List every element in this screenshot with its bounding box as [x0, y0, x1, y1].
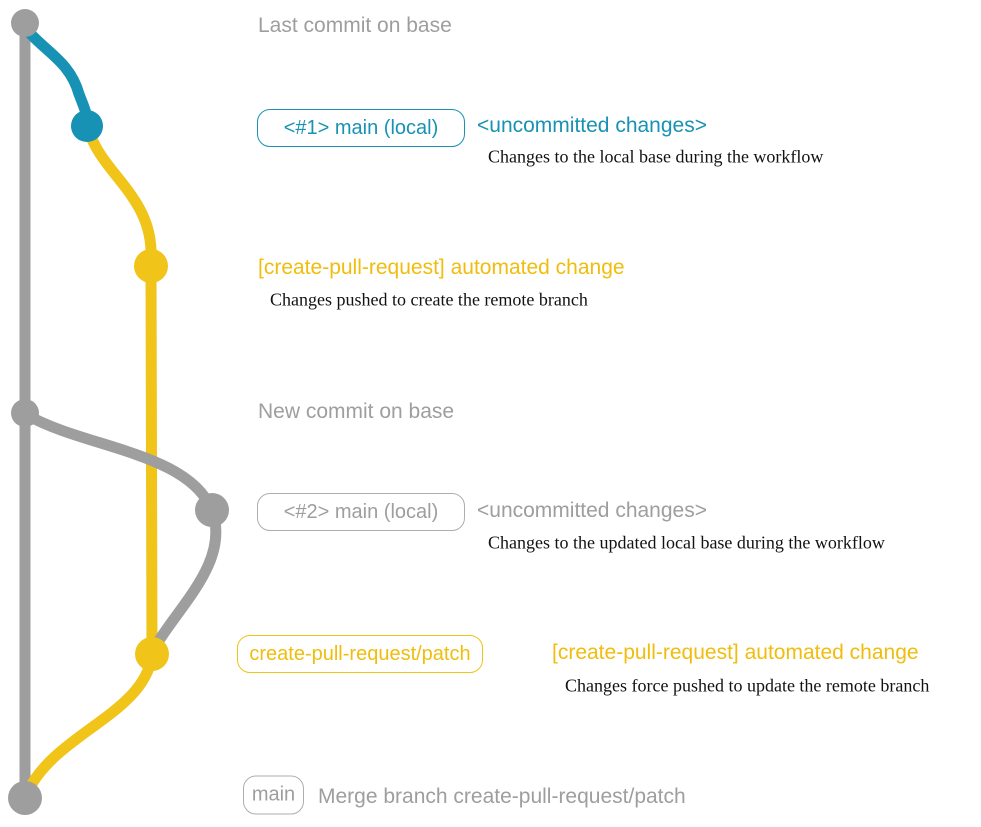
push2-tag-label: create-pull-request/patch [249, 642, 471, 665]
commit-dot-new-base [11, 399, 39, 427]
base-update-curve [24, 410, 218, 513]
branch1-tag-label: <#1> main (local) [283, 116, 439, 139]
branch2-tag: <#2> main (local) [257, 493, 465, 531]
new-commit-label: New commit on base [258, 400, 455, 423]
push2-tag: create-pull-request/patch [237, 635, 483, 673]
branch1-subtitle: Changes to the local base during the wor… [488, 146, 824, 167]
force-push-curve [147, 508, 222, 655]
push1-title: [create-pull-request] automated change [258, 256, 625, 279]
branch2-tag-label: <#2> main (local) [283, 500, 439, 523]
local-main-branch-line [22, 26, 93, 127]
last-commit-label: Last commit on base [258, 14, 452, 37]
push2-subtitle: Changes force pushed to update the remot… [565, 675, 930, 696]
branch2-subtitle: Changes to the updated local base during… [488, 532, 885, 553]
commit-dot-merge [8, 781, 42, 815]
branch1-tag: <#1> main (local) [257, 109, 465, 147]
push2-title: [create-pull-request] automated change [552, 641, 919, 664]
commit-dot-last-base [11, 9, 39, 37]
commit-dot-patch-1 [134, 249, 168, 283]
branch2-title: <uncommitted changes> [477, 499, 707, 522]
push1-subtitle: Changes pushed to create the remote bran… [270, 289, 588, 310]
merge-tag: main [243, 775, 304, 815]
commit-dot-local-1 [71, 110, 103, 142]
patch-branch-curve-top [82, 126, 157, 266]
merge-tag-label: main [251, 783, 296, 806]
patch-merge-curve [22, 654, 158, 796]
merge-title: Merge branch create-pull-request/patch [318, 785, 686, 808]
branch1-title: <uncommitted changes> [477, 114, 707, 137]
commit-dot-local-2 [195, 493, 229, 527]
commit-dot-patch-2 [135, 637, 169, 671]
